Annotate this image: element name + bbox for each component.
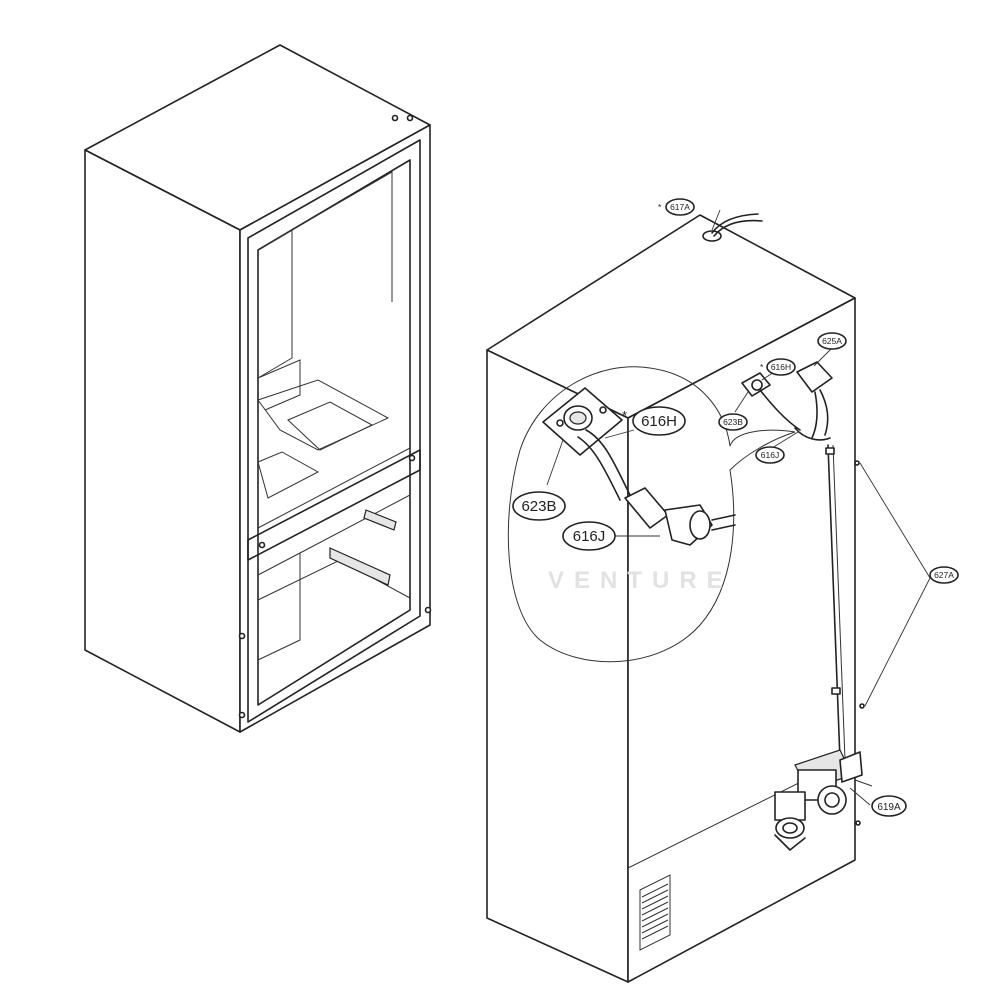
part-label: 627A xyxy=(934,570,954,580)
callout-625A[interactable]: 625A xyxy=(817,332,847,350)
water-valve xyxy=(774,749,873,851)
part-label: 616H xyxy=(771,362,791,372)
refrigerator-cabinet-rear xyxy=(486,213,873,983)
leader-lines xyxy=(546,209,931,806)
refrigerator-cabinet-front xyxy=(84,44,432,733)
callout-616J-big[interactable]: 616J xyxy=(562,521,616,551)
part-label: 625A xyxy=(822,336,842,346)
grommet-617A xyxy=(702,213,763,242)
callout-617A[interactable]: * 617A xyxy=(658,198,695,216)
inlet-fitting-cluster xyxy=(741,361,833,441)
star-mark: * xyxy=(658,202,662,212)
callout-627A[interactable]: 627A xyxy=(929,566,959,584)
watermark-text: VENTURE xyxy=(548,567,733,594)
part-label: 619A xyxy=(877,802,901,813)
water-tube xyxy=(825,444,865,761)
star-mark: * xyxy=(622,408,627,423)
part-label: 616J xyxy=(573,528,606,545)
part-label: 616H xyxy=(641,413,677,430)
callout-619A[interactable]: 619A xyxy=(871,795,907,817)
part-label: 617A xyxy=(670,202,690,212)
callout-616J-small[interactable]: 616J xyxy=(755,446,785,464)
part-label: 623B xyxy=(521,498,556,515)
callout-623B-big[interactable]: 623B xyxy=(512,491,566,521)
vent-grille xyxy=(639,874,671,951)
callout-623B-small[interactable]: 623B xyxy=(718,413,748,431)
star-mark: * xyxy=(760,362,764,372)
part-label: 616J xyxy=(761,450,779,460)
frame-screw xyxy=(238,114,432,719)
callout-616H-small[interactable]: * 616H xyxy=(760,358,796,376)
callout-616H-big[interactable]: * 616H xyxy=(622,406,686,436)
part-label: 623B xyxy=(723,417,743,427)
detail-magnifier xyxy=(507,366,796,663)
